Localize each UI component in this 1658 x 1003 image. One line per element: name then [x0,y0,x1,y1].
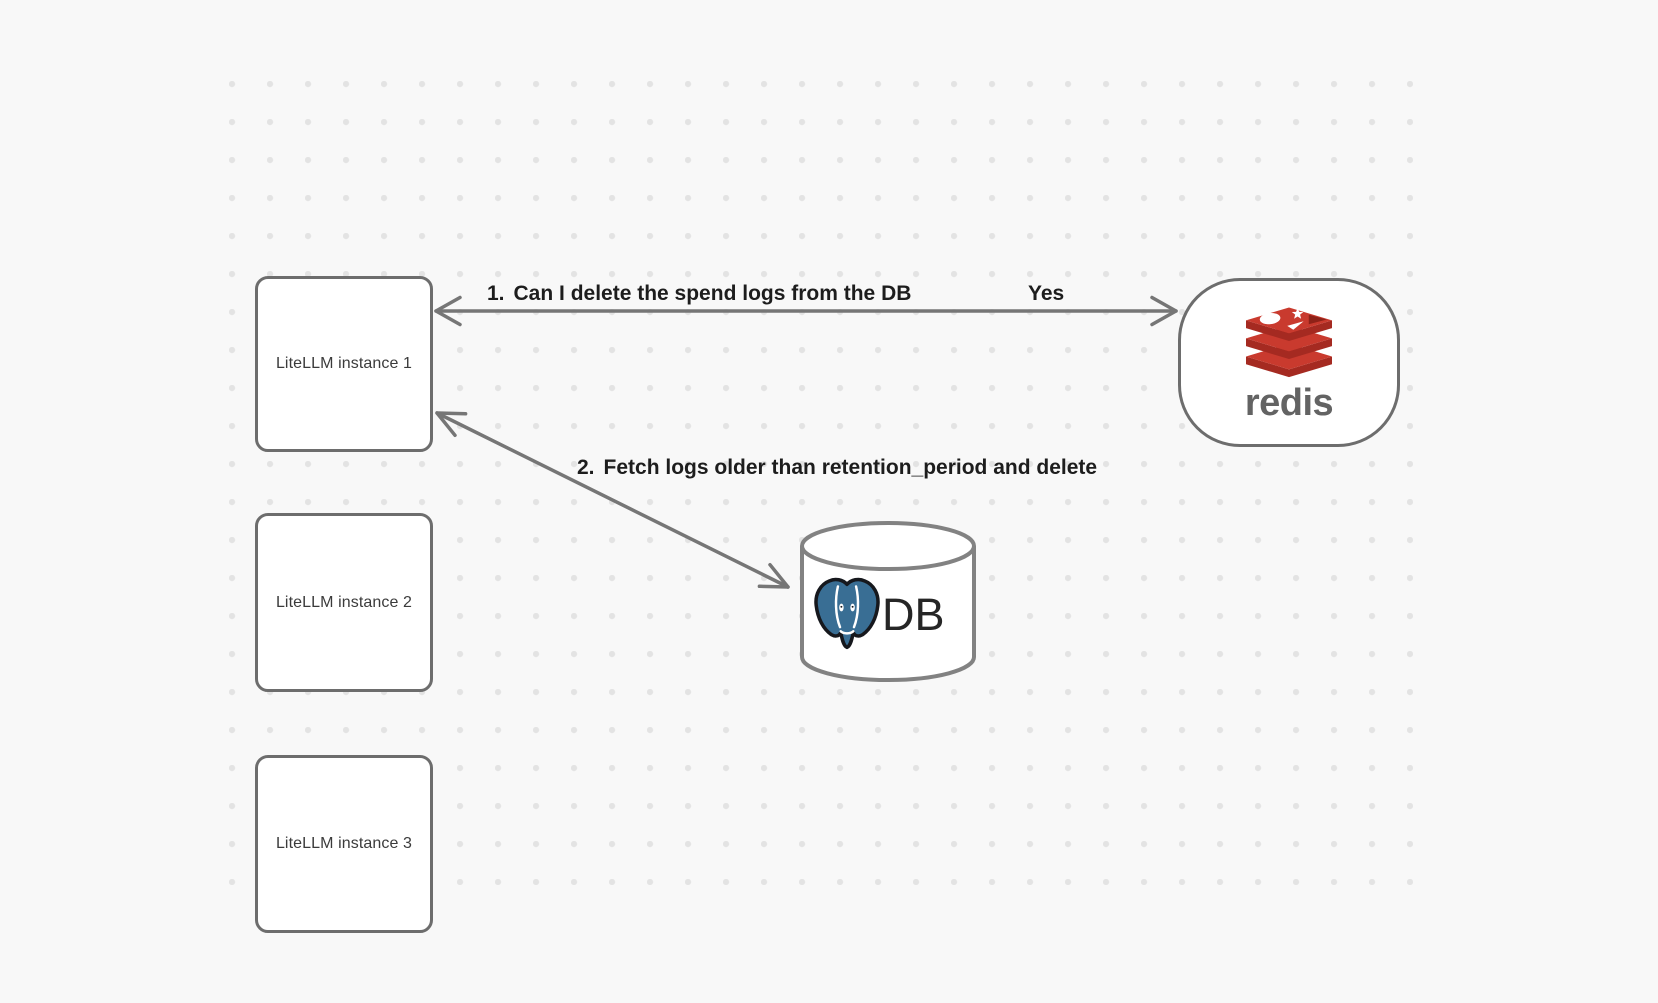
node-litellm-instance-1: LiteLLM instance 1 [255,276,433,452]
db-label: DB [882,589,945,640]
node-db: DB [799,520,977,683]
node-litellm-instance-3: LiteLLM instance 3 [255,755,433,933]
edge-2-number: 2. [577,456,595,479]
edge-1-number: 1. [487,282,505,305]
edge-1-text: Can I delete the spend logs from the DB [513,282,912,305]
node-redis: redis [1178,278,1400,447]
redis-dark-notch [1308,314,1327,325]
edge-2-label: 2. Fetch logs older than retention_period… [577,455,1097,480]
redis-wordmark: redis [1244,382,1334,424]
edge-2-text: Fetch logs older than retention_period a… [603,456,1098,479]
node-litellm-instance-2: LiteLLM instance 2 [255,513,433,692]
redis-icon [1246,307,1332,378]
redis-star-shape [1291,307,1304,319]
edge-1-label: 1. Can I delete the spend logs from the D… [487,281,911,306]
node-litellm-instance-1-label: LiteLLM instance 1 [275,355,413,372]
node-litellm-instance-3-label: LiteLLM instance 3 [275,835,413,852]
postgresql-icon [814,577,880,650]
redis-triangle-shape [1287,321,1304,330]
edge-1-response: Yes [1028,282,1065,305]
node-litellm-instance-2-label: LiteLLM instance 2 [275,593,413,611]
dot-grid-background [229,81,1413,885]
